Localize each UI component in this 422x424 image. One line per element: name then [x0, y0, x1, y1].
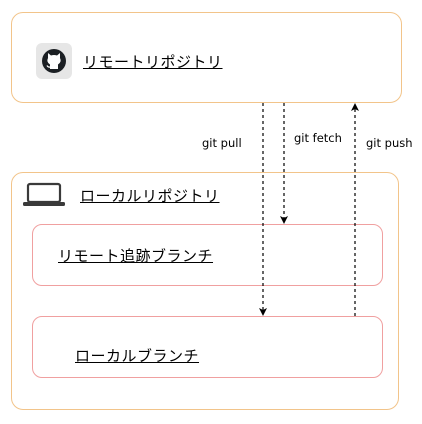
laptop-icon	[22, 182, 66, 208]
git-fetch-label: git fetch	[294, 131, 342, 145]
remote-tracking-branch-box	[32, 224, 383, 286]
remote-repository-label: リモートリポジトリ	[83, 53, 223, 71]
git-push-label: git push	[366, 136, 413, 150]
github-icon	[36, 43, 72, 79]
remote-tracking-branch-label: リモート追跡ブランチ	[58, 247, 214, 265]
local-repository-box	[11, 172, 399, 410]
local-branch-box	[32, 316, 383, 378]
local-branch-label: ローカルブランチ	[75, 347, 200, 365]
git-pull-label: git pull	[202, 136, 242, 150]
local-repository-label: ローカルリポジトリ	[80, 187, 220, 205]
remote-repository-box	[11, 12, 402, 103]
